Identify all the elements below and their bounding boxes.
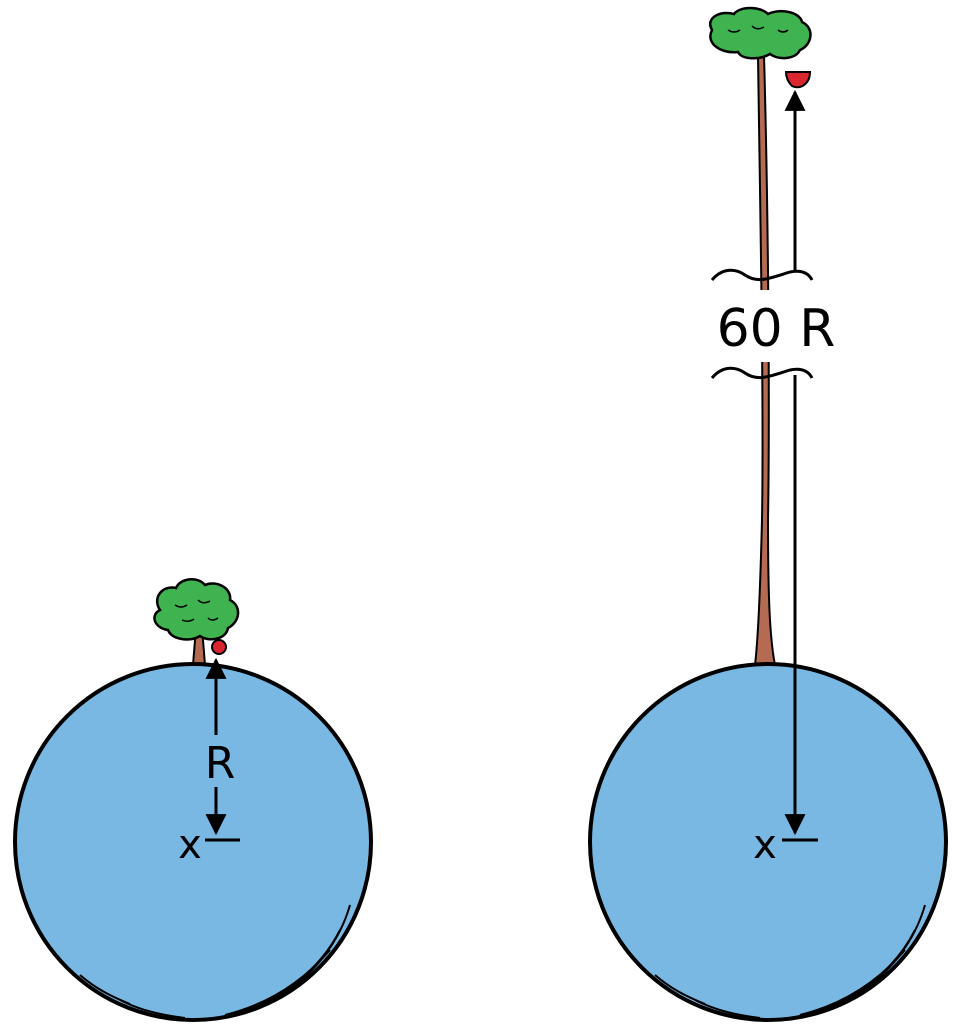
break-marks bbox=[710, 268, 814, 380]
distance-label: 60 R bbox=[717, 299, 836, 359]
right-distance-arrow bbox=[782, 89, 818, 842]
right-center-mark: x bbox=[753, 822, 777, 868]
left-earth-sphere bbox=[13, 662, 373, 1022]
left-tree bbox=[153, 578, 240, 666]
right-tree-foliage bbox=[709, 6, 812, 60]
left-earth-shading bbox=[79, 904, 351, 1019]
right-apple bbox=[784, 71, 812, 89]
left-tree-foliage bbox=[153, 578, 240, 641]
right-earth-sphere bbox=[588, 662, 948, 1022]
break-mark-top bbox=[710, 268, 814, 282]
left-radius-arrow bbox=[205, 657, 240, 842]
right-earth-shading bbox=[654, 904, 926, 1019]
right-panel: 60 R x bbox=[588, 6, 948, 1022]
left-center-mark: x bbox=[178, 822, 202, 868]
radius-label: R bbox=[205, 738, 236, 789]
left-panel: R x bbox=[13, 578, 373, 1022]
left-apple bbox=[211, 639, 227, 655]
left-earth bbox=[13, 662, 373, 1022]
break-mark-bottom bbox=[710, 366, 814, 380]
right-earth bbox=[588, 662, 948, 1022]
